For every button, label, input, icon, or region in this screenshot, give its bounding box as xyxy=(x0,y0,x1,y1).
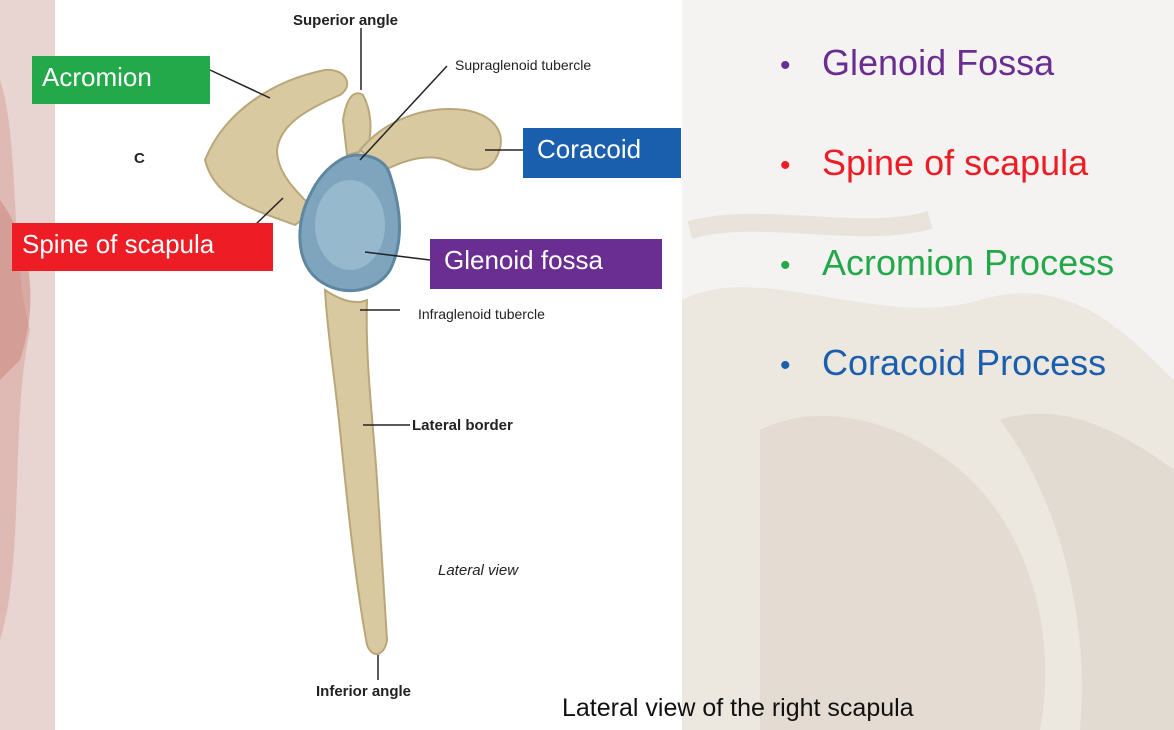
bullet-dot: • xyxy=(780,149,791,182)
panel-letter-label: C xyxy=(134,150,145,167)
scapula-lateral-view-figure xyxy=(55,0,682,730)
bullet-dot: • xyxy=(780,349,791,382)
inferior-angle-label: Inferior angle xyxy=(316,683,412,700)
coracoid-shape xyxy=(358,108,502,172)
bullet-spine-of-scapula: • Spine of scapula xyxy=(780,138,1114,188)
lateral-border-shape xyxy=(323,288,389,655)
bullet-text: Glenoid Fossa xyxy=(822,42,1055,83)
bullet-dot: • xyxy=(780,249,791,282)
figure-caption: Lateral view of the right scapula xyxy=(562,694,914,722)
acromion-shape xyxy=(203,68,349,227)
superior-angle-label: Superior angle xyxy=(293,12,399,29)
lateral-view-label: Lateral view xyxy=(438,562,519,579)
bullet-acromion-process: • Acromion Process xyxy=(780,238,1114,288)
bullet-coracoid-process: • Coracoid Process xyxy=(780,338,1114,388)
coracoid-tag: Coracoid xyxy=(523,128,681,178)
spine-of-scapula-tag: Spine of scapula xyxy=(12,223,273,271)
acromion-tag: Acromion xyxy=(32,56,210,104)
bullet-list: • Glenoid Fossa • Spine of scapula • Acromi… xyxy=(780,38,1114,438)
bullet-text: Acromion Process xyxy=(822,242,1115,283)
bullet-dot: • xyxy=(780,49,791,82)
bullet-glenoid-fossa: • Glenoid Fossa xyxy=(780,38,1114,88)
bullet-text: Spine of scapula xyxy=(822,142,1089,183)
infraglenoid-tubercle-label: Infraglenoid tubercle xyxy=(418,306,545,322)
glenoid-fossa-tag: Glenoid fossa xyxy=(430,239,662,289)
supraglenoid-tubercle-label: Supraglenoid tubercle xyxy=(455,57,592,73)
lateral-border-label: Lateral border xyxy=(412,417,513,434)
bullet-text: Coracoid Process xyxy=(822,342,1107,383)
